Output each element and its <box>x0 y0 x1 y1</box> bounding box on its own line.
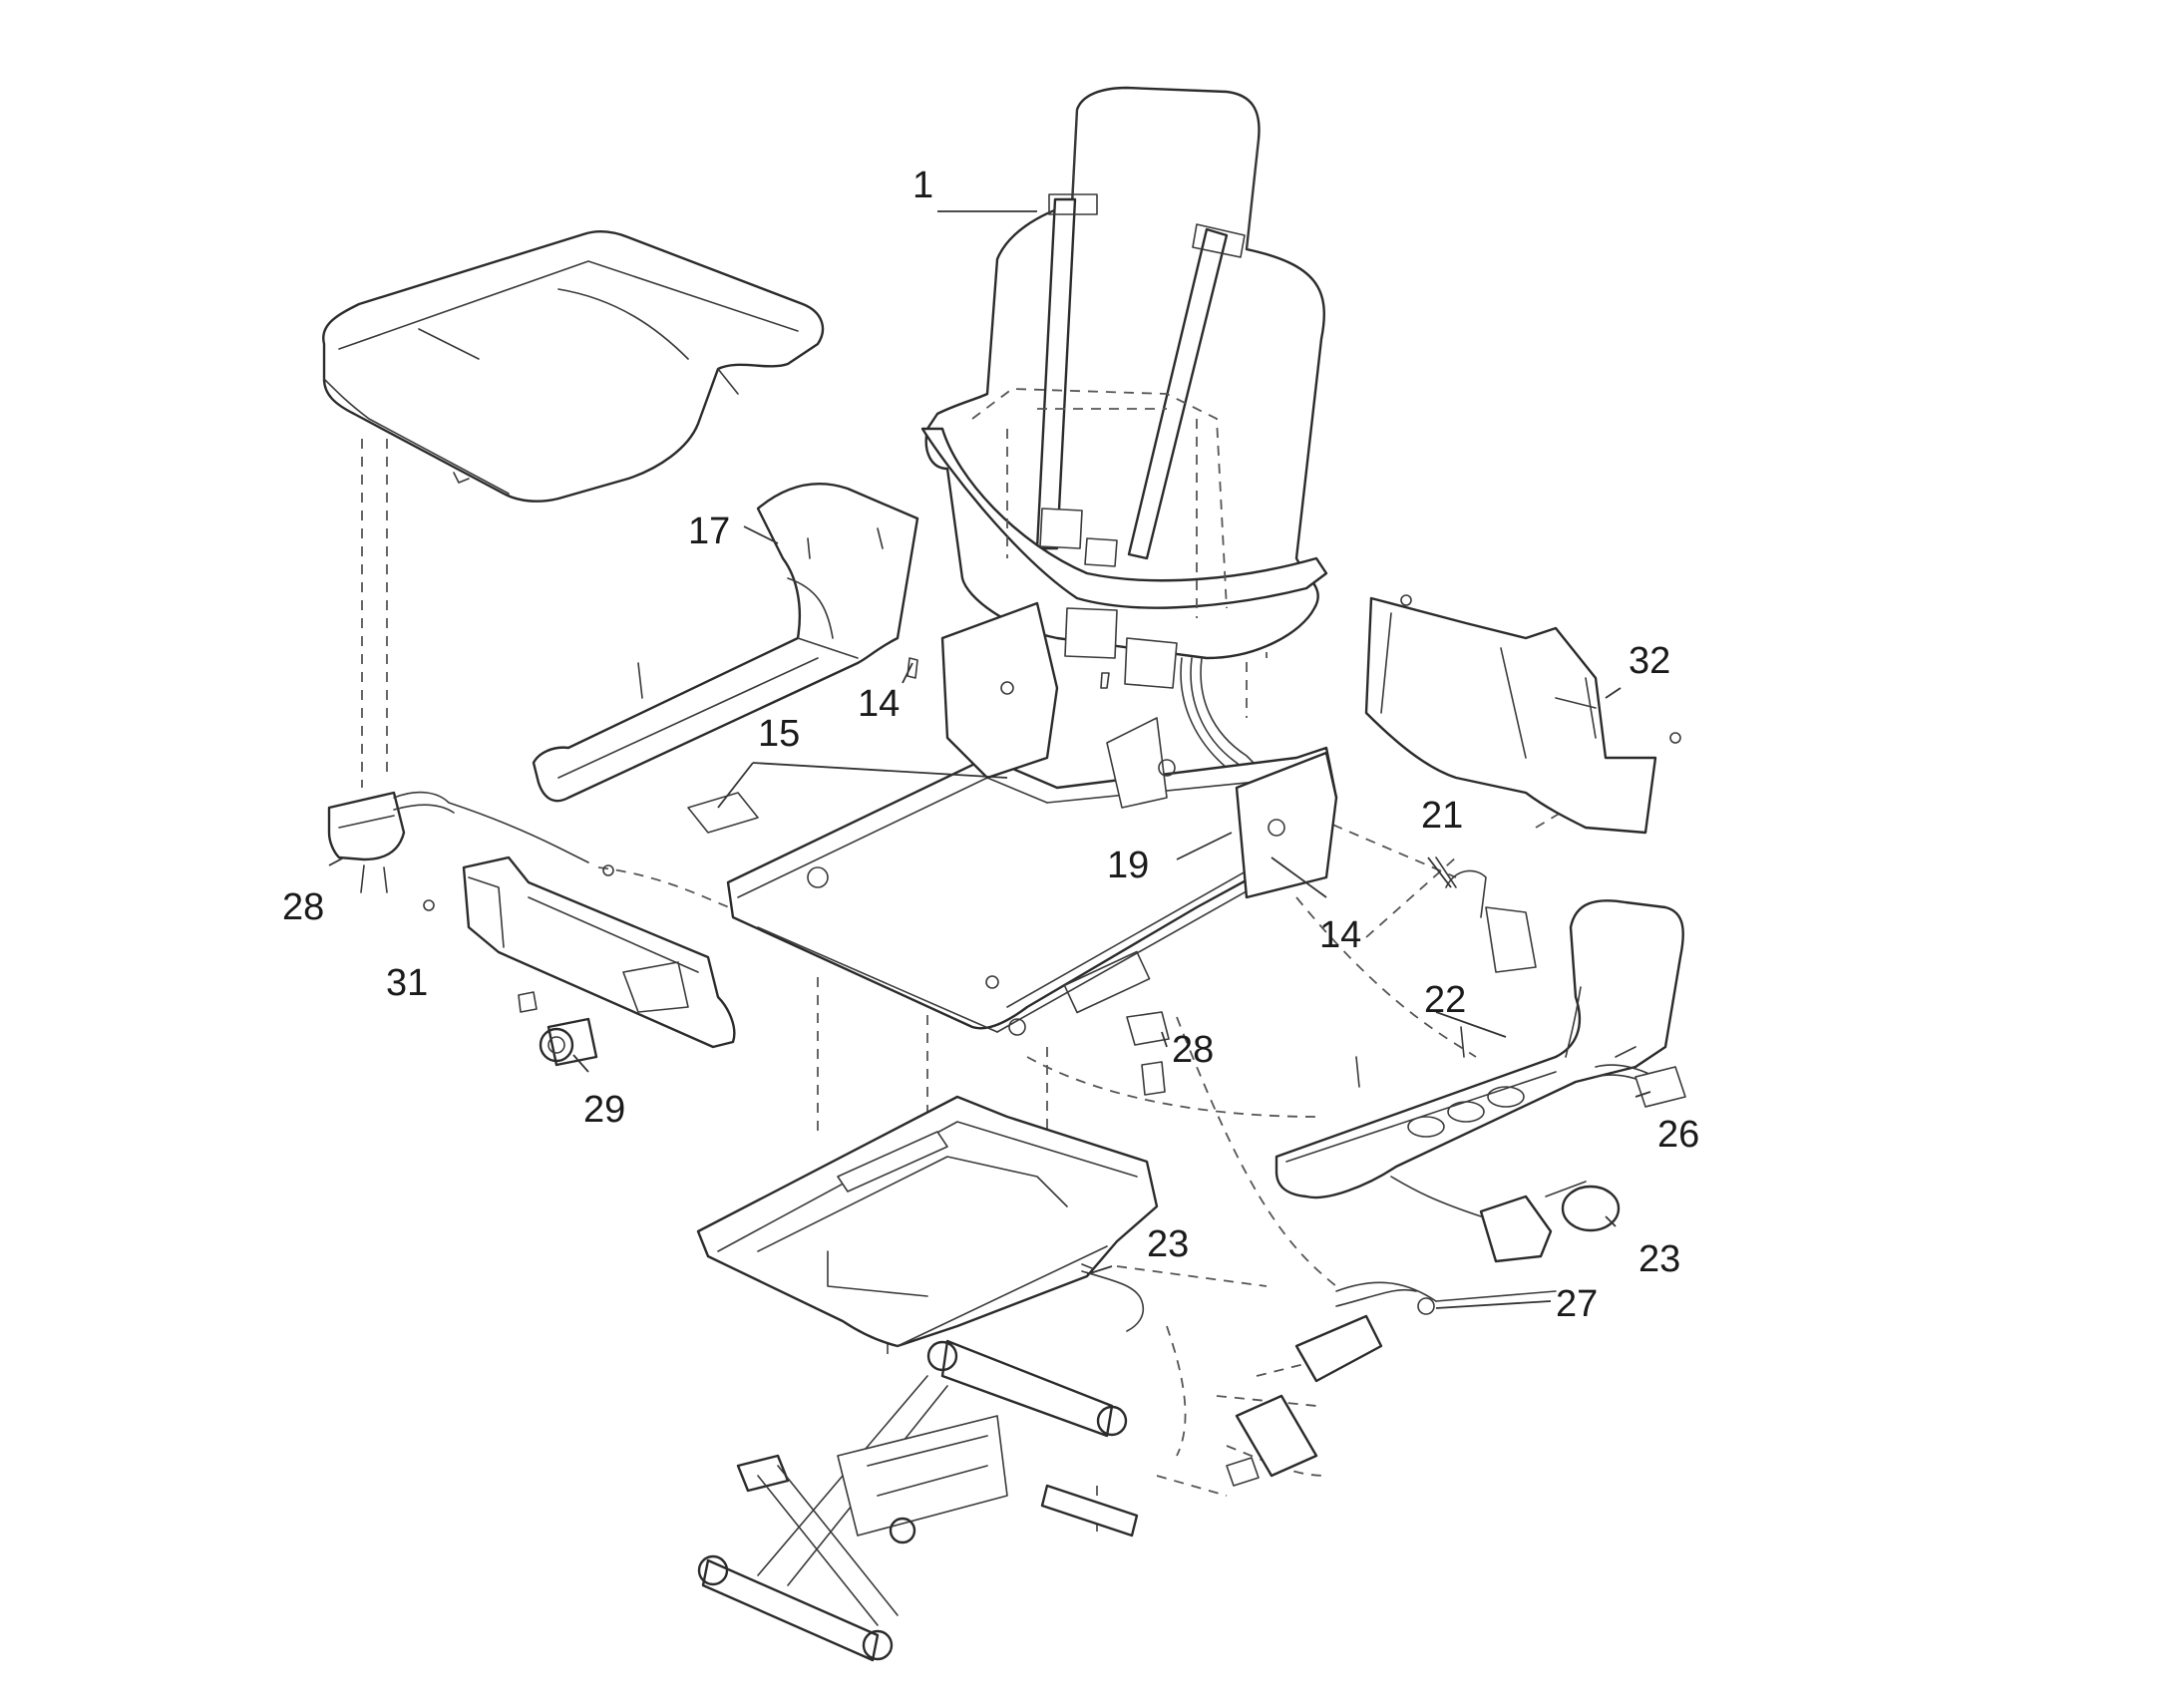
callout-leader-lines <box>328 210 1651 1309</box>
callout-23-center: 23 <box>1147 1223 1189 1265</box>
lower-base-frame <box>696 1095 1159 1348</box>
seat-backrest <box>920 86 1328 789</box>
callout-28-center: 28 <box>1172 1029 1214 1071</box>
switch-housing <box>1390 1176 1621 1263</box>
callout-1: 1 <box>912 165 933 206</box>
bolt <box>637 657 1465 1088</box>
bowden-cable <box>1081 1263 1145 1332</box>
callout-27: 27 <box>1556 1283 1598 1325</box>
control-knob <box>518 991 598 1067</box>
seat-base-frame <box>687 601 1338 1036</box>
callout-17: 17 <box>688 511 730 552</box>
callout-21: 21 <box>1421 795 1463 837</box>
callout-22: 22 <box>1424 979 1466 1021</box>
callout-19: 19 <box>1107 845 1149 886</box>
callout-32: 32 <box>1629 640 1670 682</box>
callout-31: 31 <box>386 962 428 1004</box>
callout-29: 29 <box>583 1089 625 1131</box>
adjustment-handle <box>327 791 614 893</box>
scissor-lift <box>697 1339 1139 1662</box>
latch-clip <box>1126 1011 1170 1096</box>
callout-14-lower: 14 <box>1319 914 1361 956</box>
callout-28-left: 28 <box>282 886 324 928</box>
right-side-panel <box>1274 899 1686 1199</box>
seat-cushion <box>322 229 825 503</box>
spring-clip <box>1435 856 1537 973</box>
side-trim-panel <box>423 855 736 1049</box>
callout-labels: 1 17 14 15 32 21 19 14 28 31 29 22 28 26… <box>282 165 1699 1325</box>
rear-cover-panel <box>1364 594 1681 835</box>
callout-14-upper: 14 <box>858 683 900 725</box>
callout-15: 15 <box>758 713 800 755</box>
left-side-cover <box>532 483 919 803</box>
callout-23-right: 23 <box>1638 1238 1680 1280</box>
cable-assembly <box>1226 1281 1557 1487</box>
callout-26: 26 <box>1657 1114 1699 1156</box>
